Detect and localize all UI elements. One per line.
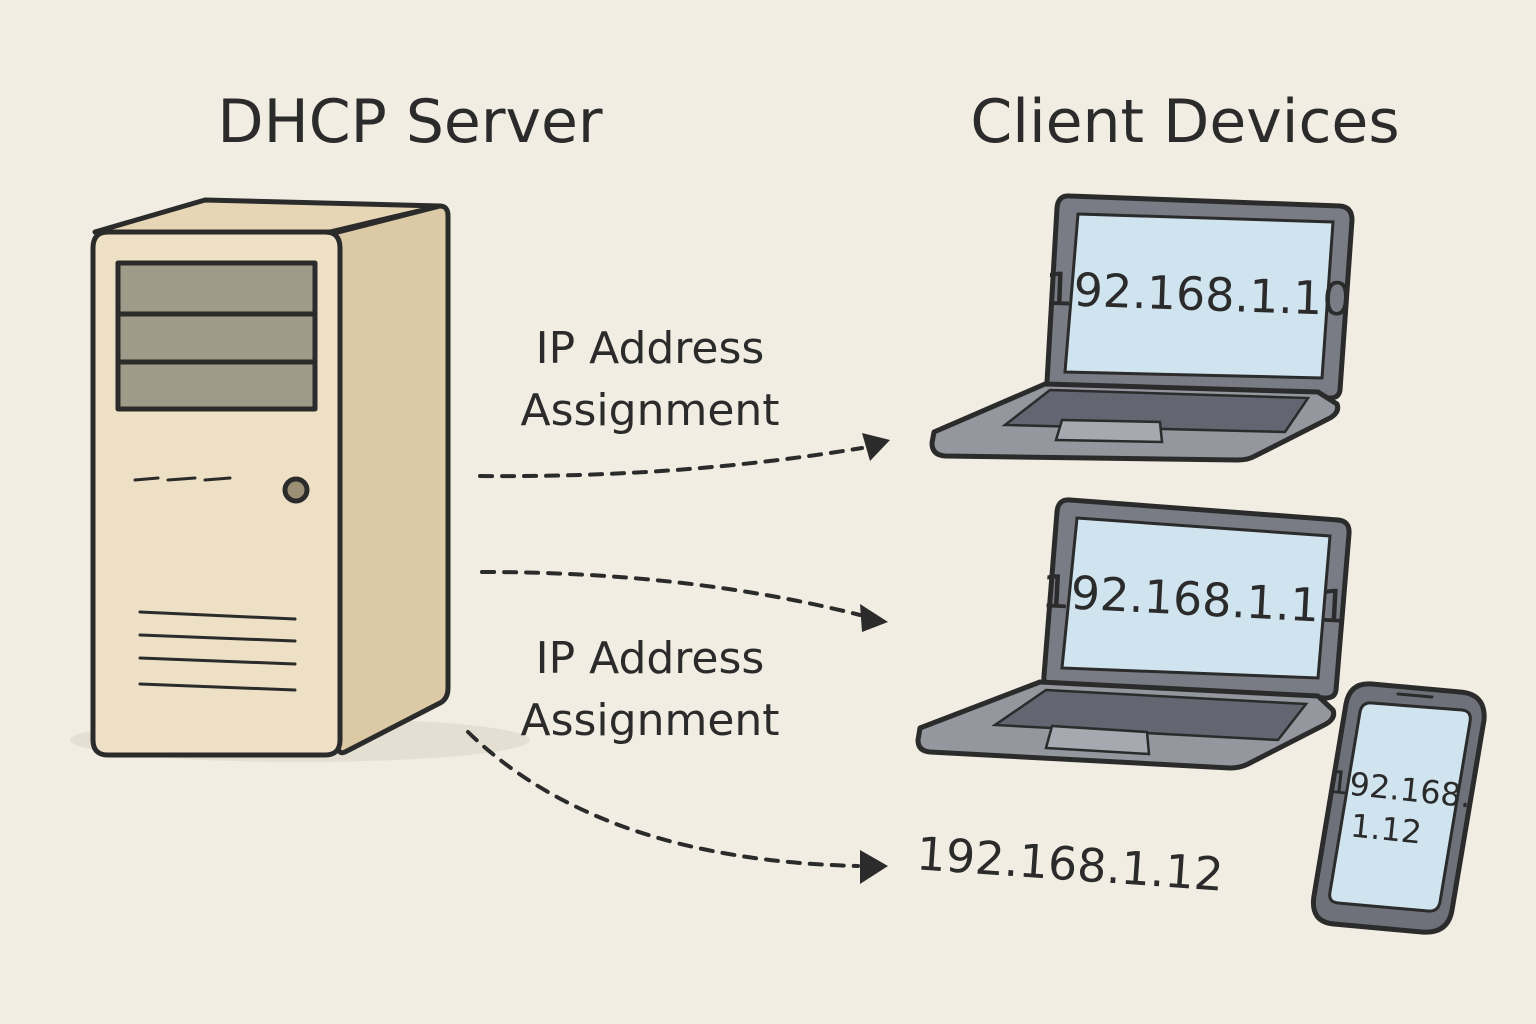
drive-bay-3 <box>115 359 318 412</box>
arrow-to-laptop-2 <box>480 570 888 632</box>
power-button-icon <box>282 476 310 504</box>
drive-bay-2 <box>115 311 318 365</box>
top-assignment-label: IP Address Assignment <box>520 323 779 436</box>
bottom-assignment-label: IP Address Assignment <box>520 633 779 746</box>
laptop-1-ip: 192.168.1.10 <box>1044 262 1353 327</box>
bottom-label-line2: Assignment <box>520 695 779 746</box>
top-label-line1: IP Address <box>536 323 765 374</box>
drive-bay-1 <box>115 260 318 317</box>
server-tower-icon <box>70 197 530 762</box>
bottom-label-line1: IP Address <box>536 633 765 684</box>
laptop-1-icon: 192.168.1.10 <box>929 193 1355 463</box>
clients-title: Client Devices <box>970 87 1399 157</box>
server-title: DHCP Server <box>217 87 603 157</box>
phone-arrow-ip: 192.168.1.12 <box>915 826 1225 901</box>
arrow-to-laptop-1 <box>478 433 890 479</box>
laptop-2-icon: 192.168.1.11 <box>915 497 1352 771</box>
top-label-line2: Assignment <box>520 385 779 436</box>
arrow-to-phone <box>466 730 888 884</box>
phone-ip-line2: 1.12 <box>1349 806 1424 851</box>
phone-icon: 192.168. 1.12 <box>1310 681 1487 935</box>
